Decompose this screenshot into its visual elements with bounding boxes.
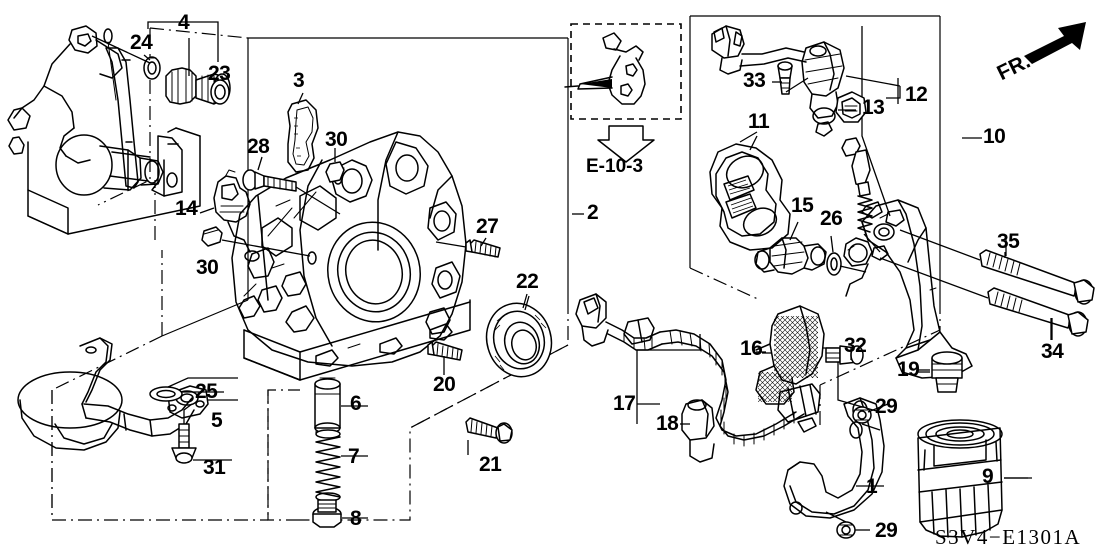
callout-30-upper: 30 bbox=[325, 128, 348, 151]
callout-34: 34 bbox=[1041, 340, 1064, 363]
spool-valve-gasket bbox=[709, 131, 791, 251]
callout-10: 10 bbox=[983, 125, 1006, 148]
callout-30-lower: 30 bbox=[196, 256, 219, 279]
callout-9: 9 bbox=[982, 465, 994, 488]
diagram-code: S3V4−E1301A bbox=[935, 525, 1082, 549]
crankshaft-oil-seal bbox=[485, 293, 553, 378]
callout-28: 28 bbox=[247, 135, 270, 158]
cross-reference-callout bbox=[564, 23, 682, 163]
oil-filter bbox=[917, 419, 1032, 538]
oil-passage-plug bbox=[918, 351, 963, 393]
callout-21: 21 bbox=[479, 453, 502, 476]
callout-15: 15 bbox=[791, 194, 814, 217]
dowel-pin-lower bbox=[201, 226, 311, 257]
flange-bolt-35 bbox=[899, 229, 1095, 305]
cross-reference-label: E-10-3 bbox=[586, 156, 644, 177]
callout-33: 33 bbox=[743, 69, 766, 92]
relief-valve-spring bbox=[315, 429, 368, 502]
callout-13: 13 bbox=[862, 96, 885, 119]
callout-4: 4 bbox=[178, 11, 190, 34]
callout-24: 24 bbox=[130, 31, 153, 54]
callout-25: 25 bbox=[195, 380, 218, 403]
sealing-bolt bbox=[312, 499, 368, 528]
callout-12: 12 bbox=[905, 83, 928, 106]
callout-7: 7 bbox=[348, 445, 360, 468]
flange-nut-lower bbox=[825, 511, 870, 539]
dowel-pin-upper bbox=[325, 148, 345, 183]
callout-19: 19 bbox=[897, 358, 920, 381]
flange-nut-upper bbox=[852, 403, 889, 431]
leader-lines-top-left bbox=[91, 21, 219, 76]
callout-22: 22 bbox=[516, 270, 539, 293]
fr-arrow-icon bbox=[1024, 22, 1086, 64]
callout-3: 3 bbox=[293, 69, 305, 92]
callout-20: 20 bbox=[433, 373, 456, 396]
oil-pressure-switch bbox=[213, 169, 260, 262]
oil-pressure-sensor bbox=[754, 221, 827, 275]
callout-14: 14 bbox=[175, 197, 198, 220]
solenoid-bolt bbox=[772, 61, 809, 95]
callout-6: 6 bbox=[350, 392, 362, 415]
sensor-washer bbox=[826, 235, 867, 276]
strainer-bolt bbox=[171, 403, 232, 464]
callout-1: 1 bbox=[866, 475, 878, 498]
vtec-solenoid-valve bbox=[711, 25, 901, 137]
flange-bolt-28 bbox=[242, 156, 341, 215]
callout-8: 8 bbox=[350, 507, 362, 530]
bracket-bolt-32 bbox=[825, 345, 864, 365]
callout-26: 26 bbox=[820, 207, 843, 230]
spool-valve-shaft bbox=[841, 137, 881, 253]
callout-31: 31 bbox=[203, 456, 226, 479]
engine-block-fragment bbox=[7, 25, 201, 235]
engine-wire-harness bbox=[575, 293, 821, 463]
callout-2: 2 bbox=[587, 201, 599, 224]
callout-23: 23 bbox=[208, 62, 231, 85]
callout-29-lower: 29 bbox=[875, 519, 898, 542]
stud-bolt-27 bbox=[435, 237, 501, 258]
callout-35: 35 bbox=[997, 230, 1020, 253]
stud-bolt-20 bbox=[427, 341, 463, 375]
callout-11: 11 bbox=[748, 110, 770, 133]
callout-32: 32 bbox=[844, 334, 867, 357]
callout-17: 17 bbox=[613, 392, 636, 415]
strainer-o-ring bbox=[149, 377, 238, 402]
callout-29-upper: 29 bbox=[875, 395, 898, 418]
harness-connector-clip bbox=[755, 305, 881, 413]
callout-27: 27 bbox=[476, 215, 499, 238]
callout-16: 16 bbox=[740, 337, 763, 360]
flange-bolt-21 bbox=[465, 417, 513, 455]
solenoid-filter-gasket bbox=[835, 91, 867, 123]
relief-valve-plunger bbox=[314, 377, 368, 434]
callout-18: 18 bbox=[656, 412, 679, 435]
oil-pump-gasket bbox=[287, 99, 319, 173]
relief-valve-assembly bbox=[143, 56, 231, 105]
callout-5: 5 bbox=[211, 409, 223, 432]
